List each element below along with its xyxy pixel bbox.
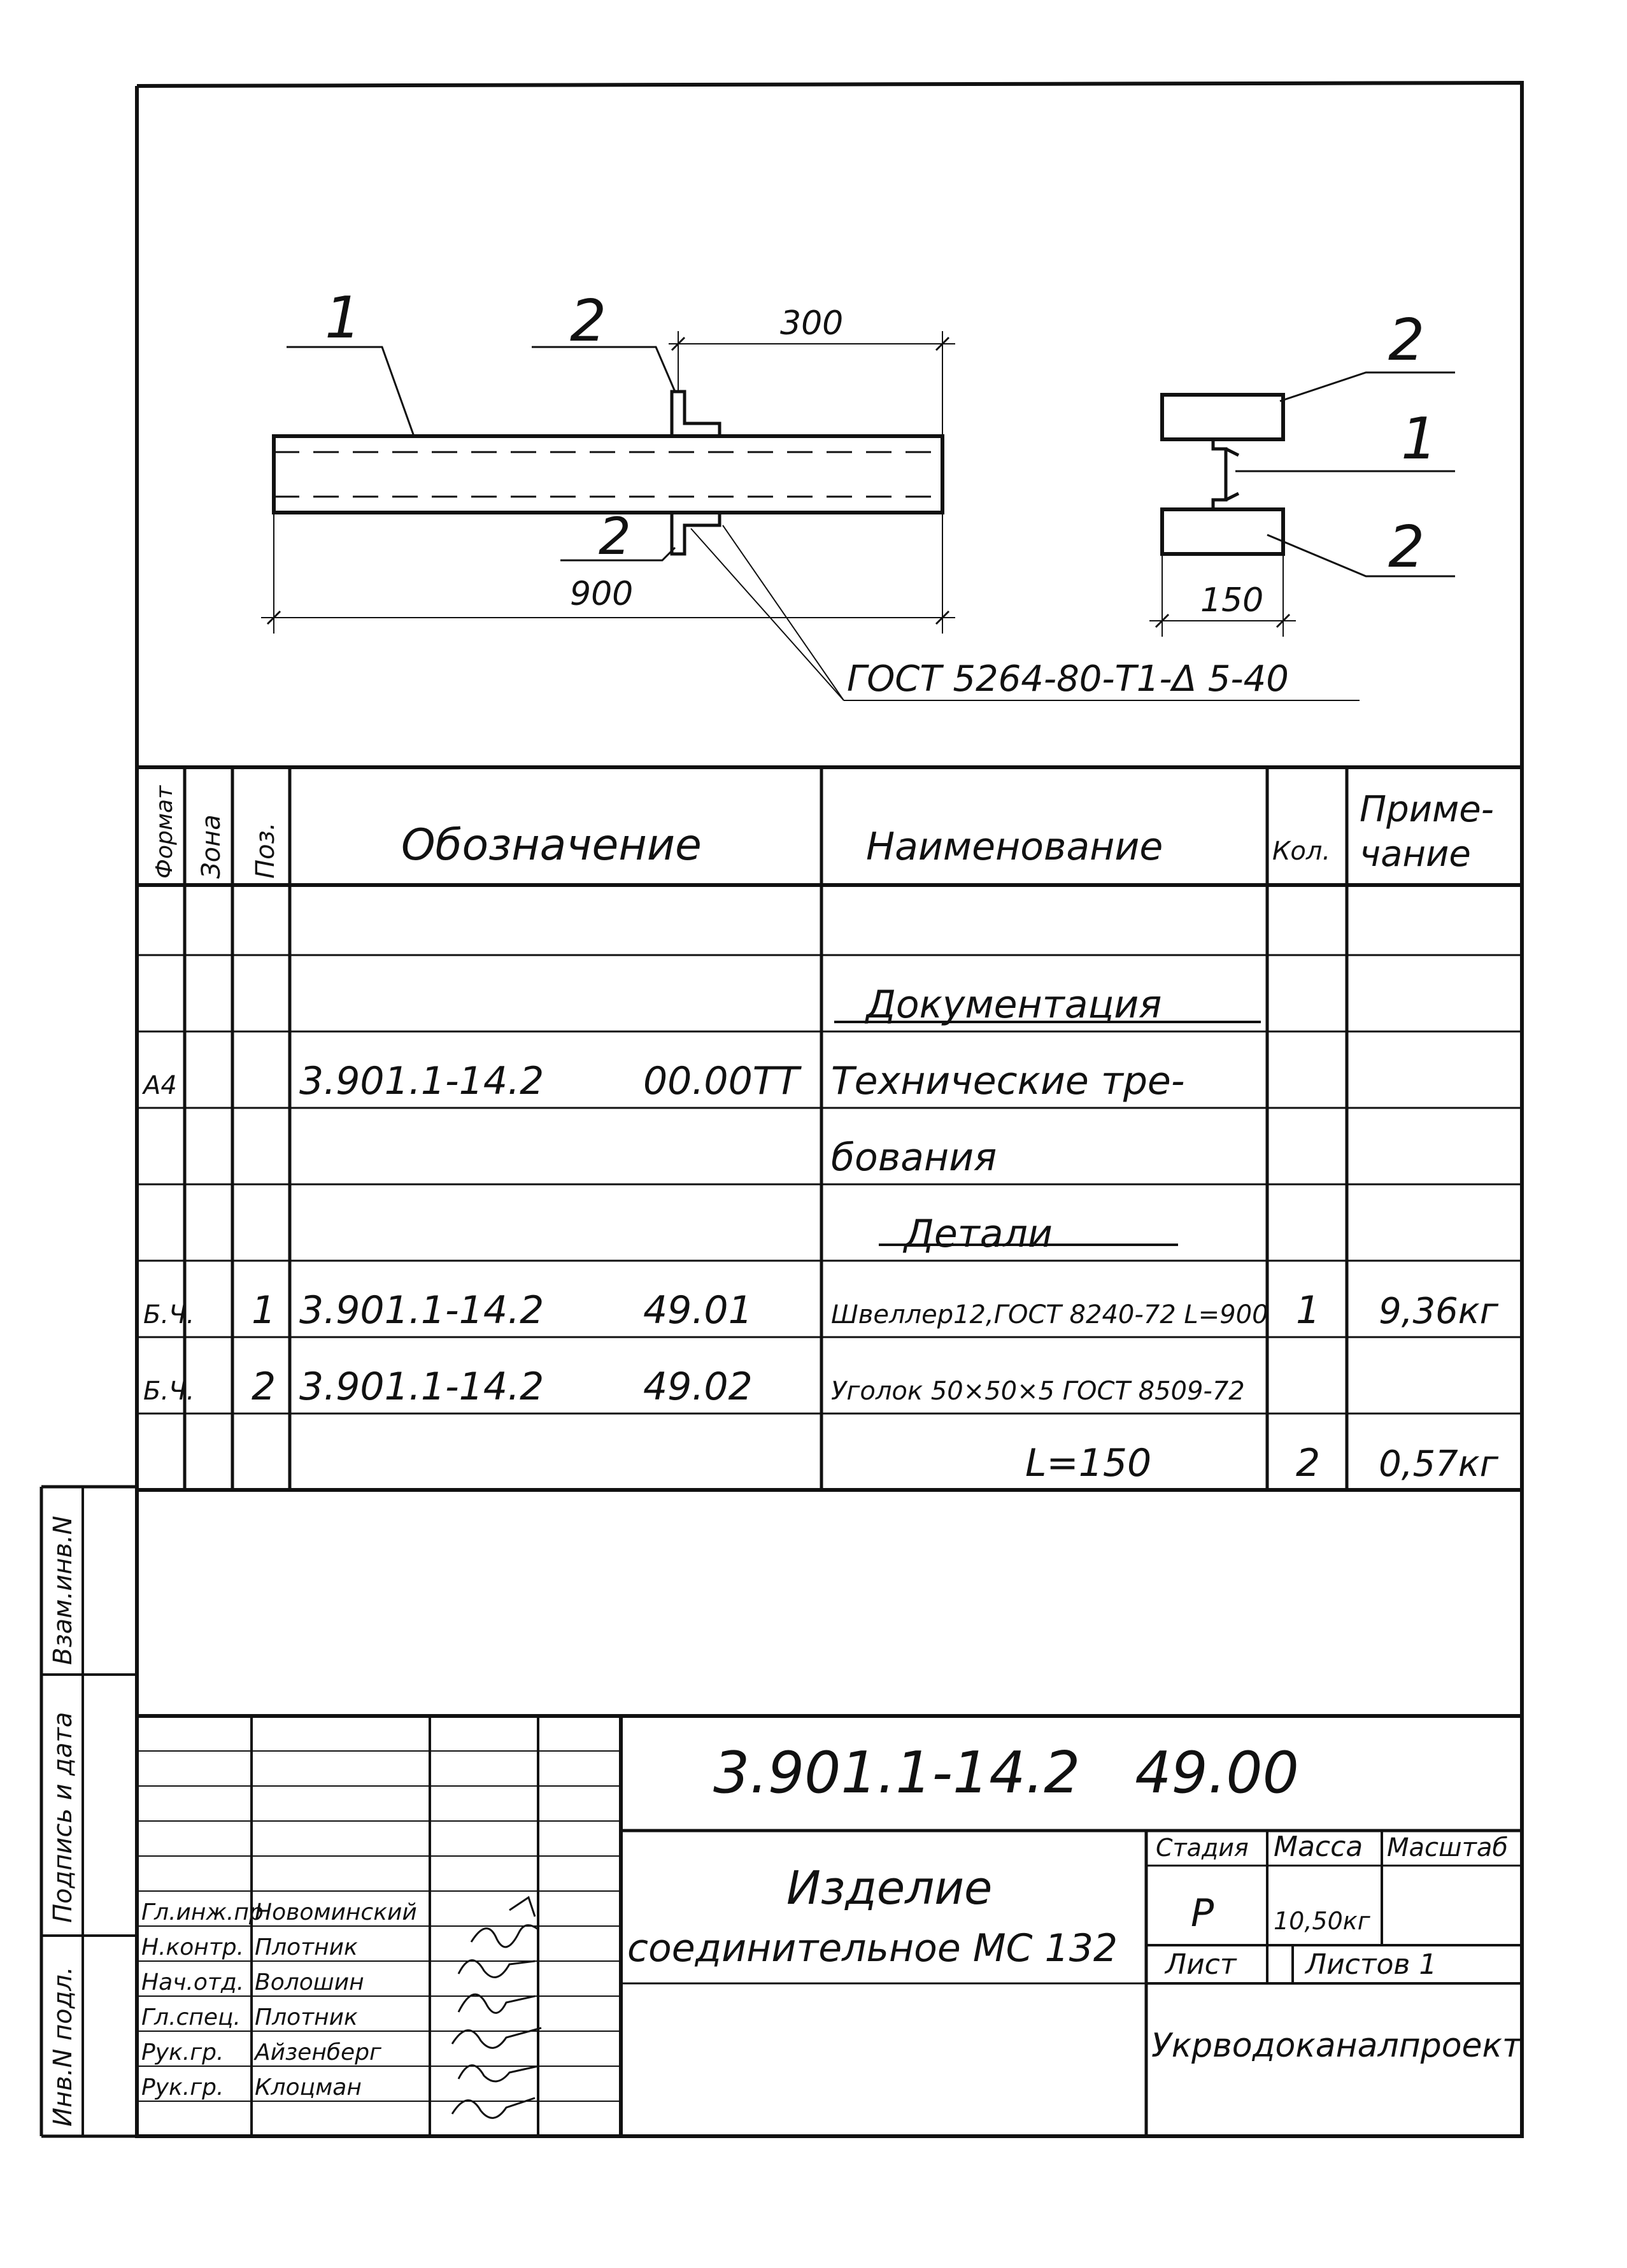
spec-cell-code: 49.01 xyxy=(643,1288,753,1333)
header-note: Приме- чание xyxy=(1360,789,1505,875)
section-label-1: 1 xyxy=(1401,406,1437,472)
spec-cell-pos: 2 xyxy=(252,1364,276,1409)
signatures xyxy=(451,1896,542,2119)
side-view-labels: 1 2 2 300 900 ГОСТ 5264-80-Т1-Δ 5-40 xyxy=(325,285,1289,700)
spec-cell-format: А4 xyxy=(141,1071,177,1100)
sheet-frame xyxy=(39,80,1524,2138)
dimension-900: 900 xyxy=(570,575,633,613)
sheets-label: Листов 1 xyxy=(1304,1948,1437,1981)
signer-name: Волошин xyxy=(255,1969,364,1995)
spec-cell-name: L=150 xyxy=(1025,1441,1151,1485)
header-pos: Поз. xyxy=(251,822,280,879)
spec-cell-name: Детали xyxy=(902,1212,1053,1256)
spec-cell-designation: 3.901.1-14.2 xyxy=(299,1364,544,1409)
dimension-300: 300 xyxy=(780,304,843,343)
spec-cell-code: 00.00ТТ xyxy=(643,1059,802,1103)
title-line-2: соединительное МС 132 xyxy=(627,1926,1118,1971)
spec-table-grid xyxy=(137,765,1522,1492)
leader-label-2-bottom: 2 xyxy=(599,507,631,566)
spec-cell-code: 49.02 xyxy=(643,1364,753,1409)
signer-role: Рук.гр. xyxy=(141,2039,224,2066)
spec-cell-format: Б.Ч. xyxy=(143,1300,194,1329)
dimension-150: 150 xyxy=(1200,581,1263,620)
stage-label: Стадия xyxy=(1156,1834,1249,1862)
signers-list: Гл.инж.прНовоминскийН.контр.ПлотникНач.о… xyxy=(141,1899,417,2101)
side-stamp-sign: Подпись и дата xyxy=(48,1712,78,1923)
side-stamp-replace: Взам.инв.N xyxy=(48,1516,78,1665)
scale-label: Масштаб xyxy=(1387,1833,1508,1862)
spec-cell-qty: 1 xyxy=(1296,1288,1320,1333)
spec-cell-note: 9,36кг xyxy=(1379,1291,1499,1332)
weld-note: ГОСТ 5264-80-Т1-Δ 5-40 xyxy=(847,658,1289,700)
header-qty: Кол. xyxy=(1272,837,1330,866)
signer-role: Гл.спец. xyxy=(141,2004,241,2031)
spec-cell-designation: 3.901.1-14.2 xyxy=(299,1059,544,1103)
section-view xyxy=(1149,371,1455,637)
document-code: 3.901.1-14.2 49.00 xyxy=(713,1740,1299,1806)
spec-cell-name: бования xyxy=(831,1135,997,1180)
signer-role: Н.контр. xyxy=(141,1934,244,1960)
stage-value: Р xyxy=(1191,1891,1214,1936)
side-view xyxy=(261,331,1360,701)
signer-name: Клоцман xyxy=(255,2074,362,2101)
spec-cell-note: 0,57кг xyxy=(1379,1443,1499,1485)
organization: Укрводоканалпроект xyxy=(1151,2027,1523,2065)
section-label-2-top: 2 xyxy=(1388,307,1425,374)
signer-name: Плотник xyxy=(255,2004,358,2031)
signer-name: Новоминский xyxy=(255,1899,417,1925)
title-line-1: Изделие xyxy=(786,1861,992,1915)
header-zone: Зона xyxy=(197,814,226,879)
signer-name: Плотник xyxy=(255,1934,358,1960)
spec-cell-format: Б.Ч. xyxy=(143,1377,194,1406)
mass-label: Масса xyxy=(1274,1831,1363,1863)
section-label-2-bottom: 2 xyxy=(1388,514,1425,581)
spec-cell-name: Технические тре- xyxy=(831,1059,1184,1103)
spec-cell-name: Швеллер12,ГОСТ 8240-72 L=900 xyxy=(831,1300,1268,1329)
spec-cell-qty: 2 xyxy=(1296,1441,1320,1485)
leader-label-1: 1 xyxy=(325,285,361,351)
header-format: Формат xyxy=(152,785,178,879)
signer-role: Гл.инж.пр xyxy=(141,1899,264,1925)
spec-cell-pos: 1 xyxy=(252,1288,276,1333)
mass-value: 10,50кг xyxy=(1274,1907,1371,1935)
spec-table-header: Формат Зона Поз. Обозначение Наименовани… xyxy=(152,785,1505,879)
signer-name: Айзенберг xyxy=(253,2039,382,2066)
section-view-labels: 2 1 2 150 xyxy=(1200,307,1437,620)
signer-role: Нач.отд. xyxy=(141,1969,244,1995)
side-stamps: Инв.N подл. Подпись и дата Взам.инв.N xyxy=(48,1516,78,2127)
header-designation: Обозначение xyxy=(401,820,702,870)
spec-cell-designation: 3.901.1-14.2 xyxy=(299,1288,544,1333)
title-block-text: 3.901.1-14.2 49.00 Изделие соединительно… xyxy=(627,1740,1523,2065)
sheet-label: Лист xyxy=(1164,1948,1237,1981)
header-name: Наименование xyxy=(866,825,1163,869)
signer-role: Рук.гр. xyxy=(141,2074,224,2101)
side-stamp-inv: Инв.N подл. xyxy=(48,1966,78,2127)
spec-cell-name: Уголок 50×50×5 ГОСТ 8509-72 xyxy=(831,1377,1245,1406)
leader-label-2-top: 2 xyxy=(570,288,606,355)
spec-cell-name: Документация xyxy=(864,982,1162,1027)
